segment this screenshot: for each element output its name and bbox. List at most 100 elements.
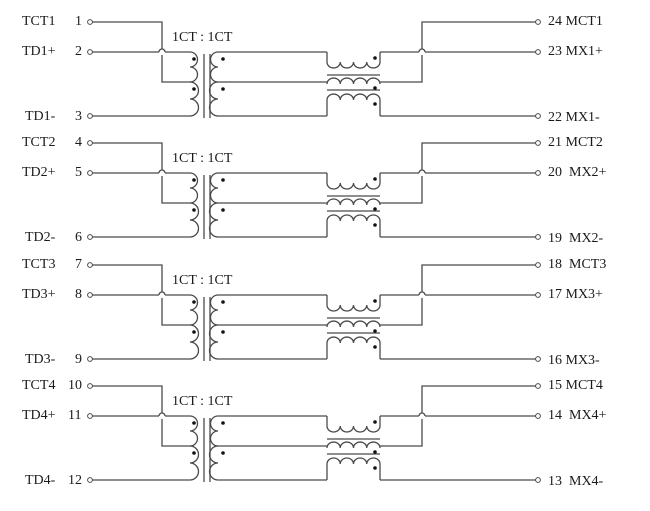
ch1-label-mx-minus: 22 MX1- [548, 110, 600, 125]
ch1-wire-tct-a [92, 21, 163, 49]
ch3-pin-mx-plus [535, 292, 541, 298]
ch2-pin-mx-plus [535, 170, 541, 176]
ch3-label-td-plus-pin: 8 [75, 287, 82, 302]
ch4-polarity-dot-s1 [221, 421, 225, 425]
ch1-secondary-coil-upper [209, 51, 219, 83]
ch2-choke-winding-top [326, 182, 381, 190]
ch1-label-tct-name: TCT1 [22, 14, 56, 29]
ch2-pin-mx-minus [535, 234, 541, 240]
ch2-label-mx-plus: 20 MX2+ [548, 165, 607, 180]
ch4-pin-mx-minus [535, 477, 541, 483]
ch1-choke-dot-1 [373, 56, 377, 60]
ch1-label-td-plus-pin: 2 [75, 44, 82, 59]
ch1-primary-coil-lower [189, 81, 200, 117]
ch4-label-mct: 15 MCT4 [548, 378, 603, 393]
ch4-wire-mct-a [380, 419, 423, 447]
ch1-wire-crossover-right [418, 48, 426, 53]
ch2-choke-dot-1 [373, 177, 377, 181]
ch2-wire-mct-a [380, 176, 423, 204]
ch2-pin-td-plus [87, 170, 93, 176]
ch2-choke-dot-2 [373, 207, 377, 211]
ch2-wire-tct-b [161, 176, 190, 204]
ch1-pin-mx-minus [535, 113, 541, 119]
ch1-polarity-dot-p2 [192, 87, 196, 91]
ch1-primary-coil-upper [189, 51, 199, 83]
ch1-label-tct-pin: 1 [75, 14, 82, 29]
ch1-label-mx-plus: 23 MX1+ [548, 44, 603, 59]
ch3-pin-mct [535, 262, 541, 268]
ch4-wire-tct-a [92, 385, 163, 413]
ch3-label-td-minus-pin: 9 [75, 352, 82, 367]
ch2-wire-crossover-right [418, 169, 426, 174]
ch1-wire-mct-b [421, 21, 536, 49]
ch3-choke-winding-center [326, 320, 381, 328]
ch2-polarity-dot-p2 [192, 208, 196, 212]
ch4-turns-ratio: 1CT : 1CT [172, 394, 233, 409]
ch4-pin-tct [87, 383, 93, 389]
ch4-choke-dot-1 [373, 420, 377, 424]
ch2-pin-td-minus [87, 234, 93, 240]
ch4-label-mx-minus: 13 MX4- [548, 474, 604, 489]
ch2-wire-tct-a [92, 142, 163, 170]
ch1-pin-td-plus [87, 49, 93, 55]
ch3-polarity-dot-p1 [192, 300, 196, 304]
ch2-label-td-plus-name: TD2+ [22, 165, 56, 180]
ch2-wire-mct-b [421, 142, 536, 170]
ch3-polarity-dot-s1 [221, 300, 225, 304]
ch4-wire-crossover [158, 412, 166, 417]
ch4-secondary-coil-lower [208, 445, 219, 481]
ch1-polarity-dot-s1 [221, 57, 225, 61]
ch3-wire-crossover [158, 291, 166, 296]
ch3-polarity-dot-p2 [192, 330, 196, 334]
ch2-primary-coil-lower [189, 202, 200, 238]
ch3-label-td-minus-name: TD3- [25, 352, 56, 367]
ch3-secondary-coil-lower [208, 324, 219, 360]
ch1-label-mct: 24 MCT1 [548, 14, 603, 29]
ch2-polarity-dot-s1 [221, 178, 225, 182]
ch2-choke-dot-3 [373, 223, 377, 227]
ch1-secondary-coil-lower [208, 81, 219, 117]
ch3-secondary-coil-upper [209, 294, 219, 326]
ch4-polarity-dot-p2 [192, 451, 196, 455]
ch1-polarity-dot-p1 [192, 57, 196, 61]
ch4-label-tct-pin: 10 [68, 378, 82, 393]
ch1-choke-winding-top [326, 61, 381, 69]
ch3-turns-ratio: 1CT : 1CT [172, 273, 233, 288]
ch1-label-td-minus-pin: 3 [75, 109, 82, 124]
ch2-label-tct-pin: 4 [75, 135, 82, 150]
ch4-label-tct-name: TCT4 [22, 378, 56, 393]
ch3-choke-winding-bottom [326, 336, 381, 344]
ch3-choke-dot-2 [373, 329, 377, 333]
ch1-wire-tct-b [161, 55, 190, 83]
ch1-pin-mct [535, 19, 541, 25]
ch4-choke-dot-3 [373, 466, 377, 470]
ch3-choke-dot-1 [373, 299, 377, 303]
ch1-wire-mct-a [380, 55, 423, 83]
ch4-wire-crossover-right [418, 412, 426, 417]
ch1-turns-ratio: 1CT : 1CT [172, 30, 233, 45]
ch2-polarity-dot-s2 [221, 208, 225, 212]
ch1-label-td-minus-name: TD1- [25, 109, 56, 124]
ch2-secondary-coil-lower [208, 202, 219, 238]
ch2-pin-mct [535, 140, 541, 146]
ch3-label-mx-minus: 16 MX3- [548, 353, 600, 368]
ch3-pin-td-minus [87, 356, 93, 362]
ch1-polarity-dot-s2 [221, 87, 225, 91]
ch4-primary-coil-lower [189, 445, 200, 481]
ch4-wire-tct-b [161, 419, 190, 447]
ch4-pin-mx-plus [535, 413, 541, 419]
ch4-choke-winding-center [326, 441, 381, 449]
ch4-polarity-dot-s2 [221, 451, 225, 455]
ch1-label-td-plus-name: TD1+ [22, 44, 56, 59]
ch4-pin-mct [535, 383, 541, 389]
ch4-label-mx-plus: 14 MX4+ [548, 408, 607, 423]
ch4-choke-dot-2 [373, 450, 377, 454]
ch4-primary-coil-upper [189, 415, 199, 447]
ch3-wire-crossover-right [418, 291, 426, 296]
ch3-wire-mct-b [421, 264, 536, 292]
ch3-label-mct: 18 MCT3 [548, 257, 607, 272]
ch1-choke-winding-center [326, 77, 381, 85]
ch2-secondary-coil-upper [209, 172, 219, 204]
ch1-pin-mx-plus [535, 49, 541, 55]
